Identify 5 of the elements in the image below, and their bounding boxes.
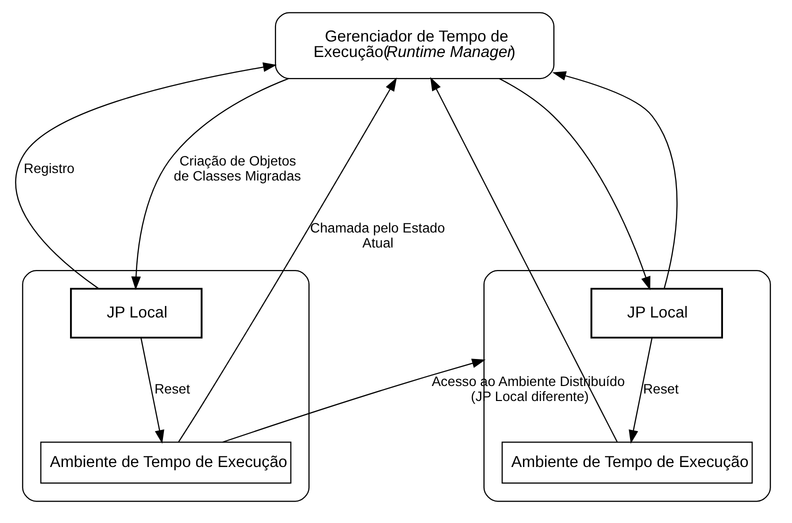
- edge-label: Registro: [23, 160, 74, 176]
- edge-label: Criação de Objetos de Classes Migradas: [173, 154, 301, 184]
- edge-label: Reset: [642, 381, 678, 396]
- edge-label: Chamada pelo Estado Atual: [310, 220, 444, 250]
- edge-label: Reset: [154, 381, 190, 396]
